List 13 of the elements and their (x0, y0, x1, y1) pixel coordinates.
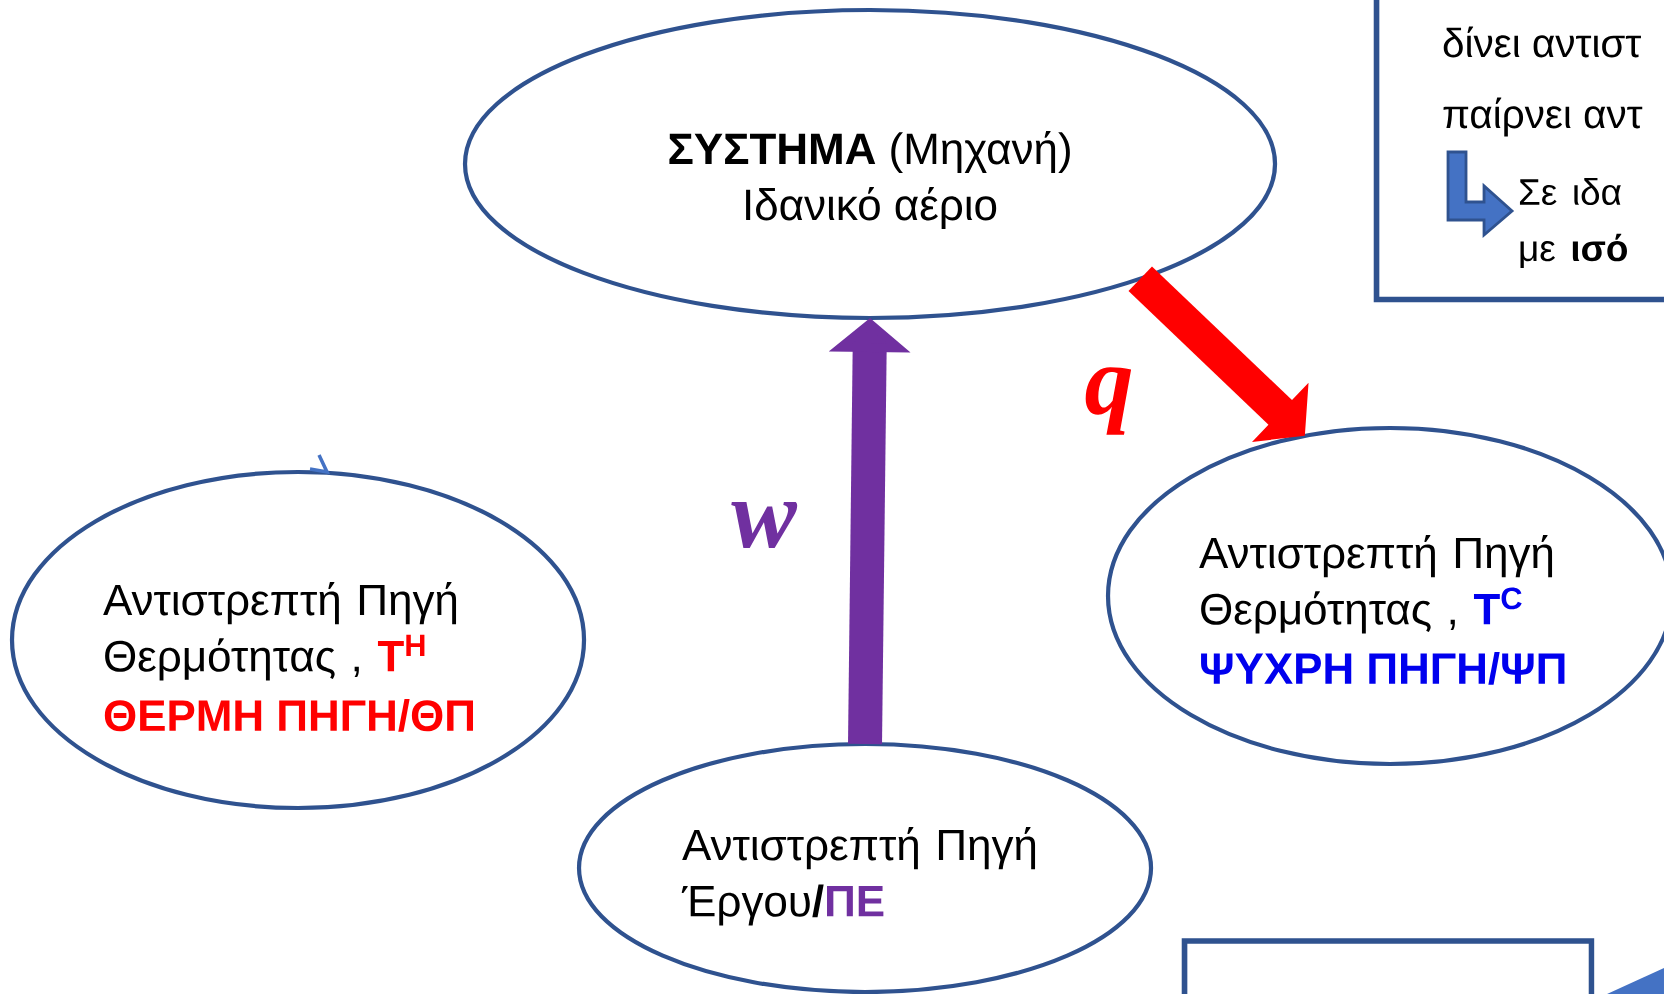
edge-label: w (731, 501, 798, 549)
box-text: Σε ιδα με ισό (1519, 178, 1627, 268)
node-text: Αντιστρεπτή Πηγή Έργου/ΠΕ (681, 827, 1036, 926)
node-text: Ιδανικό αέριο (746, 186, 997, 230)
node-text: ΨΥΧΡΗ ΠΗΓΗ/ΨΠ (1201, 651, 1565, 685)
node-text: ΣΥΣΤΗΜΑ (Μηχανή) (669, 130, 1070, 174)
text-box (1181, 938, 1595, 994)
node-text: Αντιστρεπτή Πηγή Θερμότητας , T$^{H}$ (103, 582, 457, 681)
box-text: δίνει αντιστ (1443, 26, 1641, 58)
box-text: παίρνει αντ (1443, 97, 1643, 137)
node-text: ΘΕΡΜΗ ΠΗΓΗ/ΘΠ (104, 698, 473, 732)
edge-label: q (1085, 367, 1132, 435)
node-text: Αντιστρεπτή Πηγή Θερμότητας , T$^{C}$ (1199, 535, 1553, 634)
